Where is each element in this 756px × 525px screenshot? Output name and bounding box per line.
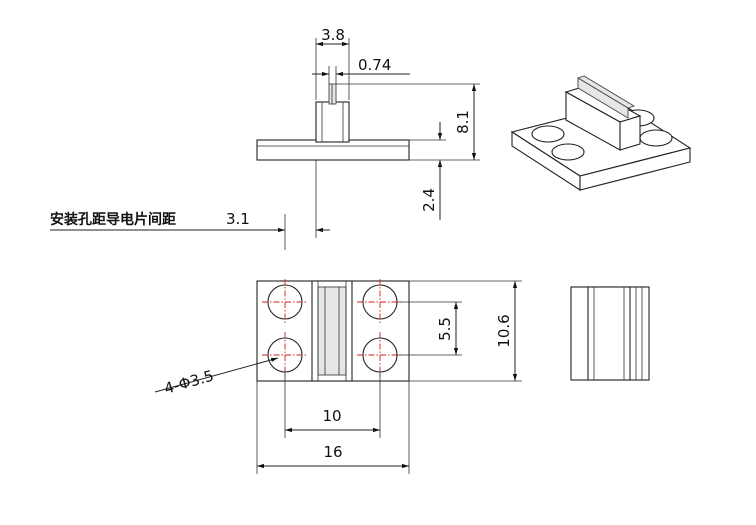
dim-2.4-label: 2.4 xyxy=(420,188,438,212)
dim-3.1: 安装孔距导电片间距 3.1 xyxy=(50,160,330,250)
top-view-channel xyxy=(317,286,347,376)
top-view xyxy=(256,279,410,382)
dim-8.1-label: 8.1 xyxy=(454,110,472,134)
dim-2.4: 2.4 xyxy=(409,122,446,220)
dim-5.5: 5.5 xyxy=(397,301,462,356)
side-view xyxy=(570,286,650,381)
front-view-boss xyxy=(315,101,350,143)
front-view-fin xyxy=(328,83,337,105)
dim-16-label: 16 xyxy=(323,443,342,461)
callout-hole-label: 4-Φ3.5 xyxy=(162,367,216,398)
iso-hole-4 xyxy=(639,129,673,147)
dim-16: 16 xyxy=(256,381,410,474)
dim-3.8: 3.8 xyxy=(315,26,350,100)
dim-10: 10 xyxy=(284,372,381,438)
dim-3.1-label: 3.1 xyxy=(226,210,250,228)
front-view-base xyxy=(256,139,410,161)
dim-0.74: 0.74 xyxy=(312,56,410,84)
iso-boss-right xyxy=(619,115,641,151)
iso-fin-side xyxy=(577,77,629,119)
dim-10.6: 10.6 xyxy=(409,280,522,382)
side-view-boss xyxy=(587,286,631,381)
dim-10-label: 10 xyxy=(322,407,341,425)
dim-3.8-label: 3.8 xyxy=(321,26,345,44)
iso-base-right xyxy=(579,147,691,191)
isometric-view xyxy=(510,75,692,192)
dim-5.5-label: 5.5 xyxy=(436,317,454,341)
dim-10.6-label: 10.6 xyxy=(495,314,513,347)
dim-0.74-label: 0.74 xyxy=(358,56,391,74)
iso-hole-2 xyxy=(551,143,585,161)
front-view xyxy=(256,83,410,161)
dim-3.1-note: 安装孔距导电片间距 xyxy=(50,211,176,228)
iso-hole-1 xyxy=(531,125,565,143)
callout-hole-leader xyxy=(154,357,279,393)
dim-8.1: 8.1 xyxy=(336,83,480,161)
